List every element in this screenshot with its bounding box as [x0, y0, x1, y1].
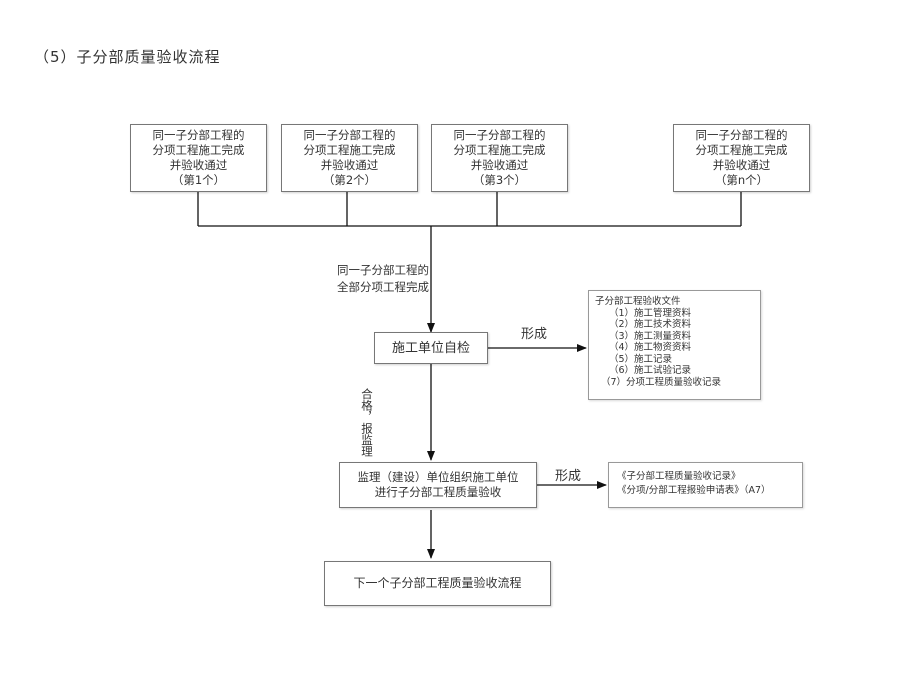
next-subsection-box: 下一个子分部工程质量验收流程 [324, 561, 551, 606]
merge-label-line-2: 全部分项工程完成 [337, 280, 429, 294]
box-n-line-3: 并验收通过 [712, 158, 771, 172]
records-line-1: 《子分部工程质量验收记录》 [617, 471, 741, 482]
records-line-2: 《分项/分部工程报验申请表》（A7） [617, 485, 771, 496]
subitem-complete-box-3: 同一子分部工程的 分项工程施工完成 并验收通过 （第3个） [431, 124, 568, 192]
box-3-line-4: （第3个） [472, 173, 527, 187]
box-2-line-3: 并验收通过 [320, 158, 379, 172]
docs-item: （6）施工试验记录 [609, 365, 692, 376]
docs-heading: 子分部工程验收文件 [595, 296, 681, 307]
docs-item: （5）施工记录 [609, 353, 673, 365]
box-2-line-4: （第2个） [322, 173, 377, 187]
docs-item: （2）施工技术资料 [609, 319, 692, 330]
subitem-complete-box-2: 同一子分部工程的 分项工程施工完成 并验收通过 （第2个） [281, 124, 418, 192]
acceptance-records-box: 《子分部工程质量验收记录》 《分项/分部工程报验申请表》（A7） [608, 462, 803, 508]
docs-item: （7）分项工程质量验收记录 [601, 376, 722, 388]
acceptance-docs-list: 子分部工程验收文件 （1）施工管理资料 （2）施工技术资料 （3）施工测量资料 … [588, 290, 761, 400]
supervision-line-1: 监理（建设）单位组织施工单位 [357, 470, 519, 484]
supervision-line-2: 进行子分部工程质量验收 [374, 485, 502, 499]
box-n-line-1: 同一子分部工程的 [695, 128, 788, 142]
merge-label-line-1: 同一子分部工程的 [337, 263, 429, 277]
self-check-box: 施工单位自检 [374, 332, 488, 364]
box-1-line-3: 并验收通过 [169, 158, 228, 172]
box-n-line-4: （第n个） [714, 173, 769, 187]
form-label-1: 形成 [521, 327, 548, 342]
box-3-line-1: 同一子分部工程的 [453, 128, 546, 142]
page-title: （5）子分部质量验收流程 [34, 48, 221, 66]
box-2-line-1: 同一子分部工程的 [303, 128, 396, 142]
docs-item: （4）施工物资资料 [609, 342, 692, 353]
pass-label: 合格，报监理 [360, 388, 374, 457]
docs-item: （1）施工管理资料 [609, 307, 692, 319]
box-2-line-2: 分项工程施工完成 [303, 143, 396, 157]
box-n-line-2: 分项工程施工完成 [695, 143, 788, 157]
merge-label: 同一子分部工程的 全部分项工程完成 [337, 262, 429, 296]
form-label-2: 形成 [555, 469, 582, 484]
supervision-acceptance-box: 监理（建设）单位组织施工单位 进行子分部工程质量验收 [339, 462, 537, 508]
box-1-line-2: 分项工程施工完成 [152, 143, 245, 157]
subitem-complete-box-n: 同一子分部工程的 分项工程施工完成 并验收通过 （第n个） [673, 124, 810, 192]
box-1-line-4: （第1个） [171, 173, 226, 187]
box-3-line-2: 分项工程施工完成 [453, 143, 546, 157]
box-3-line-3: 并验收通过 [470, 158, 529, 172]
subitem-complete-box-1: 同一子分部工程的 分项工程施工完成 并验收通过 （第1个） [130, 124, 267, 192]
docs-item: （3）施工测量资料 [609, 330, 692, 342]
box-1-line-1: 同一子分部工程的 [152, 128, 245, 142]
